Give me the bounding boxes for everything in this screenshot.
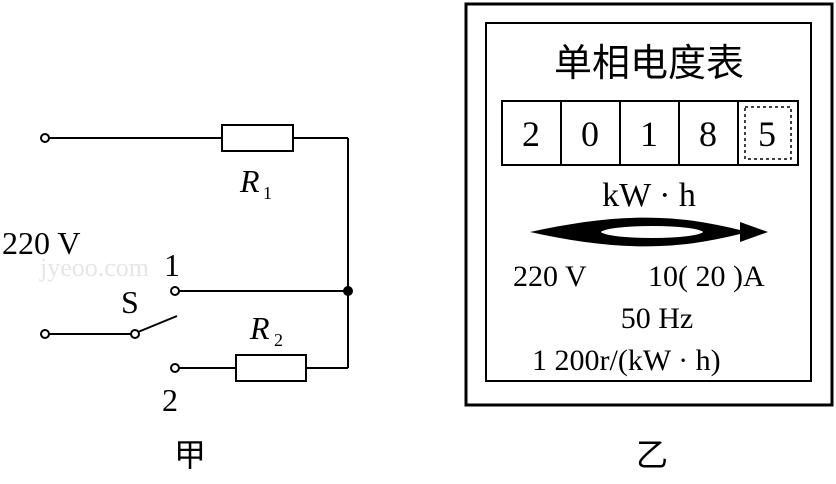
contact-1 bbox=[170, 286, 180, 296]
switch-label: S bbox=[121, 284, 139, 320]
meter-title: 单相电度表 bbox=[554, 41, 744, 85]
digit-counter bbox=[501, 100, 799, 166]
terminal-1-label: 1 bbox=[164, 247, 180, 283]
circuit-caption: 甲 bbox=[174, 436, 206, 474]
r2-subscript: 2 bbox=[274, 330, 283, 350]
digit-3: 1 bbox=[640, 114, 658, 154]
decimal-digit-box bbox=[744, 106, 792, 160]
resistor-r2 bbox=[235, 354, 307, 382]
terminal-2-label: 2 bbox=[162, 382, 178, 418]
rating-voltage: 220 V bbox=[513, 260, 587, 293]
meter-constant: 1 200r/(kW · h) bbox=[532, 344, 721, 377]
r1-letter: R bbox=[239, 163, 260, 199]
resistor-r1 bbox=[221, 124, 294, 152]
terminal-bottom bbox=[40, 329, 50, 339]
unit-label: kW · h bbox=[602, 177, 696, 214]
digit-4: 8 bbox=[699, 114, 717, 154]
meter-caption: 乙 bbox=[636, 436, 668, 474]
rating-current: 10( 20 )A bbox=[648, 260, 765, 293]
r2-letter: R bbox=[249, 310, 270, 346]
electric-meter: 单相电度表 2 0 1 8 5 kW · h 220 V 10( 20 )A 5… bbox=[464, 2, 834, 407]
meter-inner-frame bbox=[485, 22, 812, 382]
rotation-arrow-icon bbox=[530, 217, 768, 247]
frequency: 50 Hz bbox=[621, 302, 693, 335]
digit-5: 5 bbox=[758, 114, 776, 154]
contact-2 bbox=[170, 363, 180, 373]
digit-2: 0 bbox=[581, 114, 599, 154]
switch-pivot bbox=[130, 329, 140, 339]
terminal-top bbox=[40, 133, 50, 143]
watermark: jyeoo.com bbox=[39, 253, 149, 282]
digit-1: 2 bbox=[522, 114, 540, 154]
circuit-diagram bbox=[40, 124, 353, 382]
r1-subscript: 1 bbox=[263, 183, 272, 203]
voltage-label: 220 V bbox=[2, 225, 81, 261]
switch-blade bbox=[137, 315, 178, 333]
